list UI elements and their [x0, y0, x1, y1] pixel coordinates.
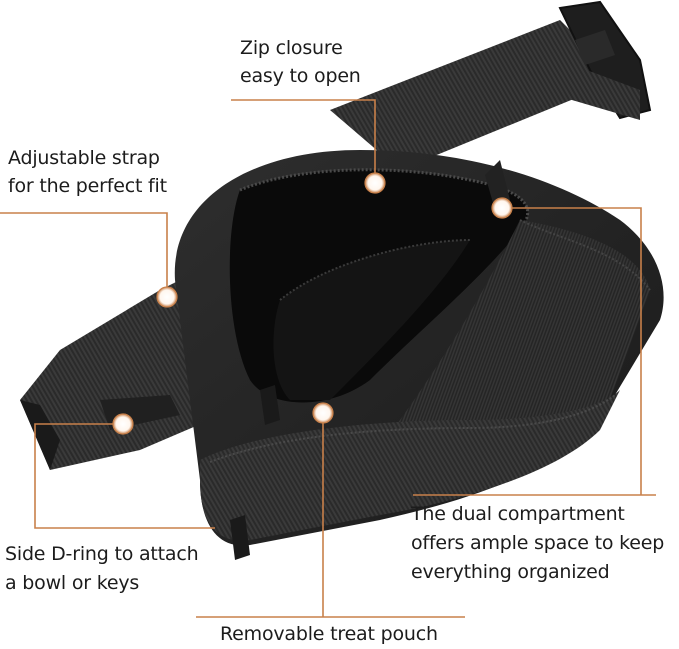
- callout-zip-line-1: Zip closure: [240, 37, 343, 59]
- callout-zip-closure: Zip closure easy to open: [240, 34, 361, 90]
- callout-dual-compartment: The dual compartment offers ample space …: [411, 500, 664, 587]
- pouch-dot-icon: [312, 402, 334, 424]
- strap-upper: [330, 0, 652, 170]
- callout-dring-line-2: a bowl or keys: [5, 572, 140, 594]
- callout-strap-line-2: for the perfect fit: [8, 175, 167, 197]
- compartment-dot-icon: [491, 197, 513, 219]
- callout-strap-line-1: Adjustable strap: [8, 147, 160, 169]
- strap-leader-line: [0, 212, 168, 297]
- callout-compartment-line-2: offers ample space to keep: [411, 532, 665, 554]
- callout-adjustable-strap: Adjustable strap for the perfect fit: [8, 144, 167, 200]
- callout-dring-line-1: Side D-ring to attach: [5, 543, 199, 565]
- callout-dots: [112, 172, 513, 435]
- callout-lines: [0, 99, 656, 618]
- strap-dot-icon: [156, 286, 178, 308]
- zip-dot-icon: [364, 172, 386, 194]
- callout-side-dring: Side D-ring to attach a bowl or keys: [5, 540, 199, 598]
- callout-removable-pouch: Removable treat pouch: [220, 620, 438, 648]
- callout-pouch-line-1: Removable treat pouch: [220, 623, 438, 645]
- bag-body: [174, 150, 664, 560]
- compartment-leader-line: [502, 207, 642, 495]
- callout-zip-line-2: easy to open: [240, 65, 361, 87]
- callout-compartment-line-3: everything organized: [411, 561, 610, 583]
- zip-leader-line: [231, 99, 376, 183]
- dring-dot-icon: [112, 413, 134, 435]
- dring-leader-line: [34, 423, 215, 529]
- callout-compartment-line-1: The dual compartment: [411, 503, 625, 525]
